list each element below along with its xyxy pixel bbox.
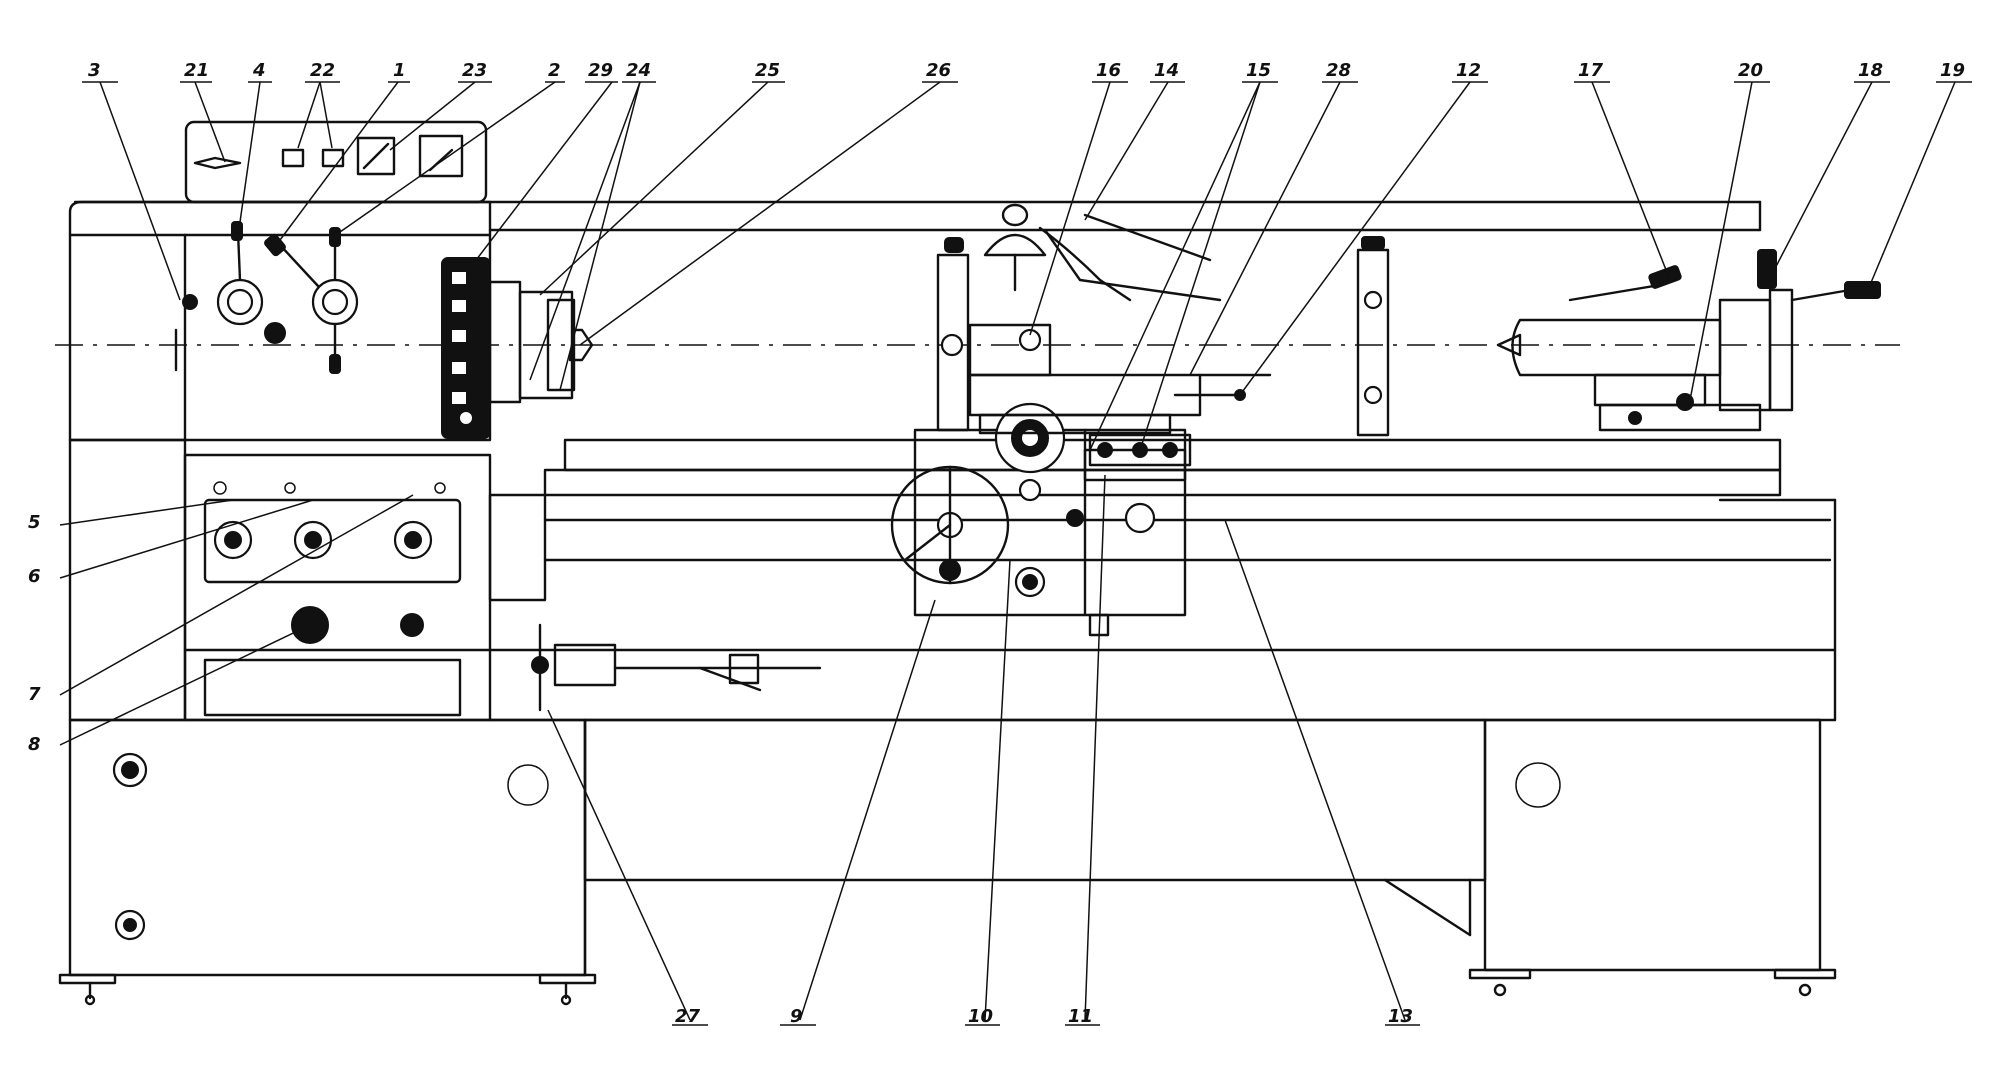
callout-6: 6 — [28, 566, 41, 587]
tailstock — [1496, 249, 1881, 432]
callout-7: 7 — [28, 684, 41, 705]
callout-9: 9 — [790, 1006, 803, 1027]
callout-16: 16 — [1096, 60, 1121, 81]
machine-drawing — [55, 120, 1900, 1006]
callout-29: 29 — [588, 60, 613, 81]
callout-13: 13 — [1388, 1006, 1413, 1027]
callout-28: 28 — [1326, 60, 1351, 81]
gearbox — [183, 453, 492, 722]
callout-14: 14 — [1154, 60, 1179, 81]
callout-15: 15 — [1246, 60, 1271, 81]
callout-17: 17 — [1578, 60, 1604, 81]
steady-rest — [1356, 236, 1390, 437]
callout-18: 18 — [1858, 60, 1883, 81]
callout-5: 5 — [28, 512, 41, 533]
headstock — [68, 200, 594, 442]
work-lamp — [983, 203, 1222, 302]
callout-2: 2 — [548, 60, 561, 81]
callout-26: 26 — [926, 60, 951, 81]
callout-25: 25 — [755, 60, 780, 81]
callout-1: 1 — [393, 60, 406, 81]
callout-23: 23 — [462, 60, 487, 81]
left-pedestal — [58, 438, 597, 1006]
leader-lines — [59, 81, 1972, 1026]
right-pedestal — [1468, 498, 1837, 997]
callout-20: 20 — [1738, 60, 1763, 81]
callout-10: 10 — [968, 1006, 993, 1027]
callout-3: 3 — [88, 60, 101, 81]
callout-4: 4 — [252, 60, 266, 81]
callout-24: 24 — [626, 60, 651, 81]
callout-22: 22 — [310, 60, 335, 81]
callout-11: 11 — [1068, 1006, 1093, 1027]
callout-27: 27 — [675, 1006, 701, 1027]
callout-8: 8 — [28, 734, 41, 755]
callout-19: 19 — [1940, 60, 1965, 81]
control-panel-top — [184, 120, 488, 204]
callout-21: 21 — [184, 60, 209, 81]
cross-slide — [936, 237, 1272, 467]
callout-12: 12 — [1456, 60, 1481, 81]
callout-labels: 3 21 4 22 1 23 2 29 24 25 26 16 14 15 28… — [28, 60, 1965, 1027]
bed — [488, 438, 1837, 937]
coolant-pump — [531, 623, 822, 712]
